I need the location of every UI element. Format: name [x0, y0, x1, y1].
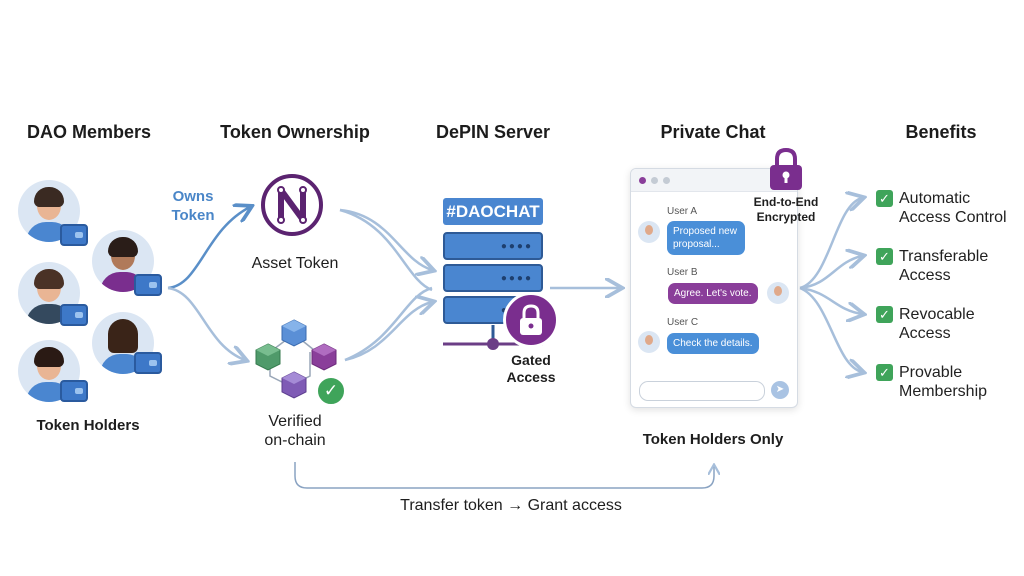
wallet-icon — [134, 352, 162, 374]
server-unit: ●●●● — [443, 232, 543, 260]
checkmark-icon: ✓ — [876, 190, 893, 207]
owns-token-label: Owns Token — [171, 188, 215, 224]
send-icon[interactable]: ➤ — [771, 381, 789, 399]
chat-user-a: User A — [667, 206, 698, 217]
encrypted-label: End-to-End Encrypted — [753, 195, 819, 224]
cube-icon — [281, 371, 307, 399]
title-depin-server: DePIN Server — [435, 122, 551, 142]
chat-message-input[interactable] — [639, 381, 765, 401]
arrow-transfer-loop — [294, 462, 714, 489]
cube-icon — [311, 343, 337, 371]
title-dao-members: DAO Members — [26, 122, 152, 142]
title-token-ownership: Token Ownership — [220, 122, 370, 142]
server-unit: ●●●● — [443, 264, 543, 292]
asset-token-icon — [261, 174, 323, 236]
wallet-icon — [134, 274, 162, 296]
lock-icon — [766, 146, 806, 192]
wallet-icon — [60, 380, 88, 402]
arrow-to-verified — [167, 286, 245, 360]
avatar — [767, 282, 789, 304]
wallet-icon — [60, 304, 88, 326]
token-holders-only-caption: Token Holders Only — [642, 431, 784, 448]
checkmark-icon: ✓ — [876, 248, 893, 265]
asset-token-label: Asset Token — [251, 255, 339, 272]
avatar — [638, 221, 660, 243]
cube-icon — [281, 319, 307, 347]
title-benefits: Benefits — [905, 122, 977, 142]
title-private-chat: Private Chat — [660, 122, 766, 142]
chat-message-b: Agree. Let's vote. — [668, 283, 758, 304]
checkmark-icon: ✓ — [316, 376, 346, 406]
chat-user-b: User B — [667, 267, 698, 278]
token-holders-caption: Token Holders — [36, 417, 140, 434]
transfer-token-caption: Transfer token → Grant access — [400, 497, 622, 514]
daochat-tag: #DAOCHAT — [443, 198, 543, 225]
chat-titlebar — [631, 169, 797, 192]
chat-message-c: Check the details. — [667, 333, 759, 354]
checkmark-icon: ✓ — [876, 306, 893, 323]
gated-lock-icon — [503, 292, 559, 348]
cube-icon — [255, 343, 281, 371]
gated-access-label: Gated Access — [506, 352, 556, 385]
verified-onchain-label: Verified on-chain — [264, 413, 326, 449]
chat-user-c: User C — [667, 317, 699, 328]
avatar — [638, 331, 660, 353]
checkmark-icon: ✓ — [876, 364, 893, 381]
blockchain-cubes-icon — [255, 319, 337, 399]
arrow-owns-token — [167, 207, 250, 290]
wallet-icon — [60, 224, 88, 246]
chat-window: User A Proposed new proposal... User B A… — [630, 168, 798, 408]
chat-message-a: Proposed new proposal... — [667, 221, 745, 255]
